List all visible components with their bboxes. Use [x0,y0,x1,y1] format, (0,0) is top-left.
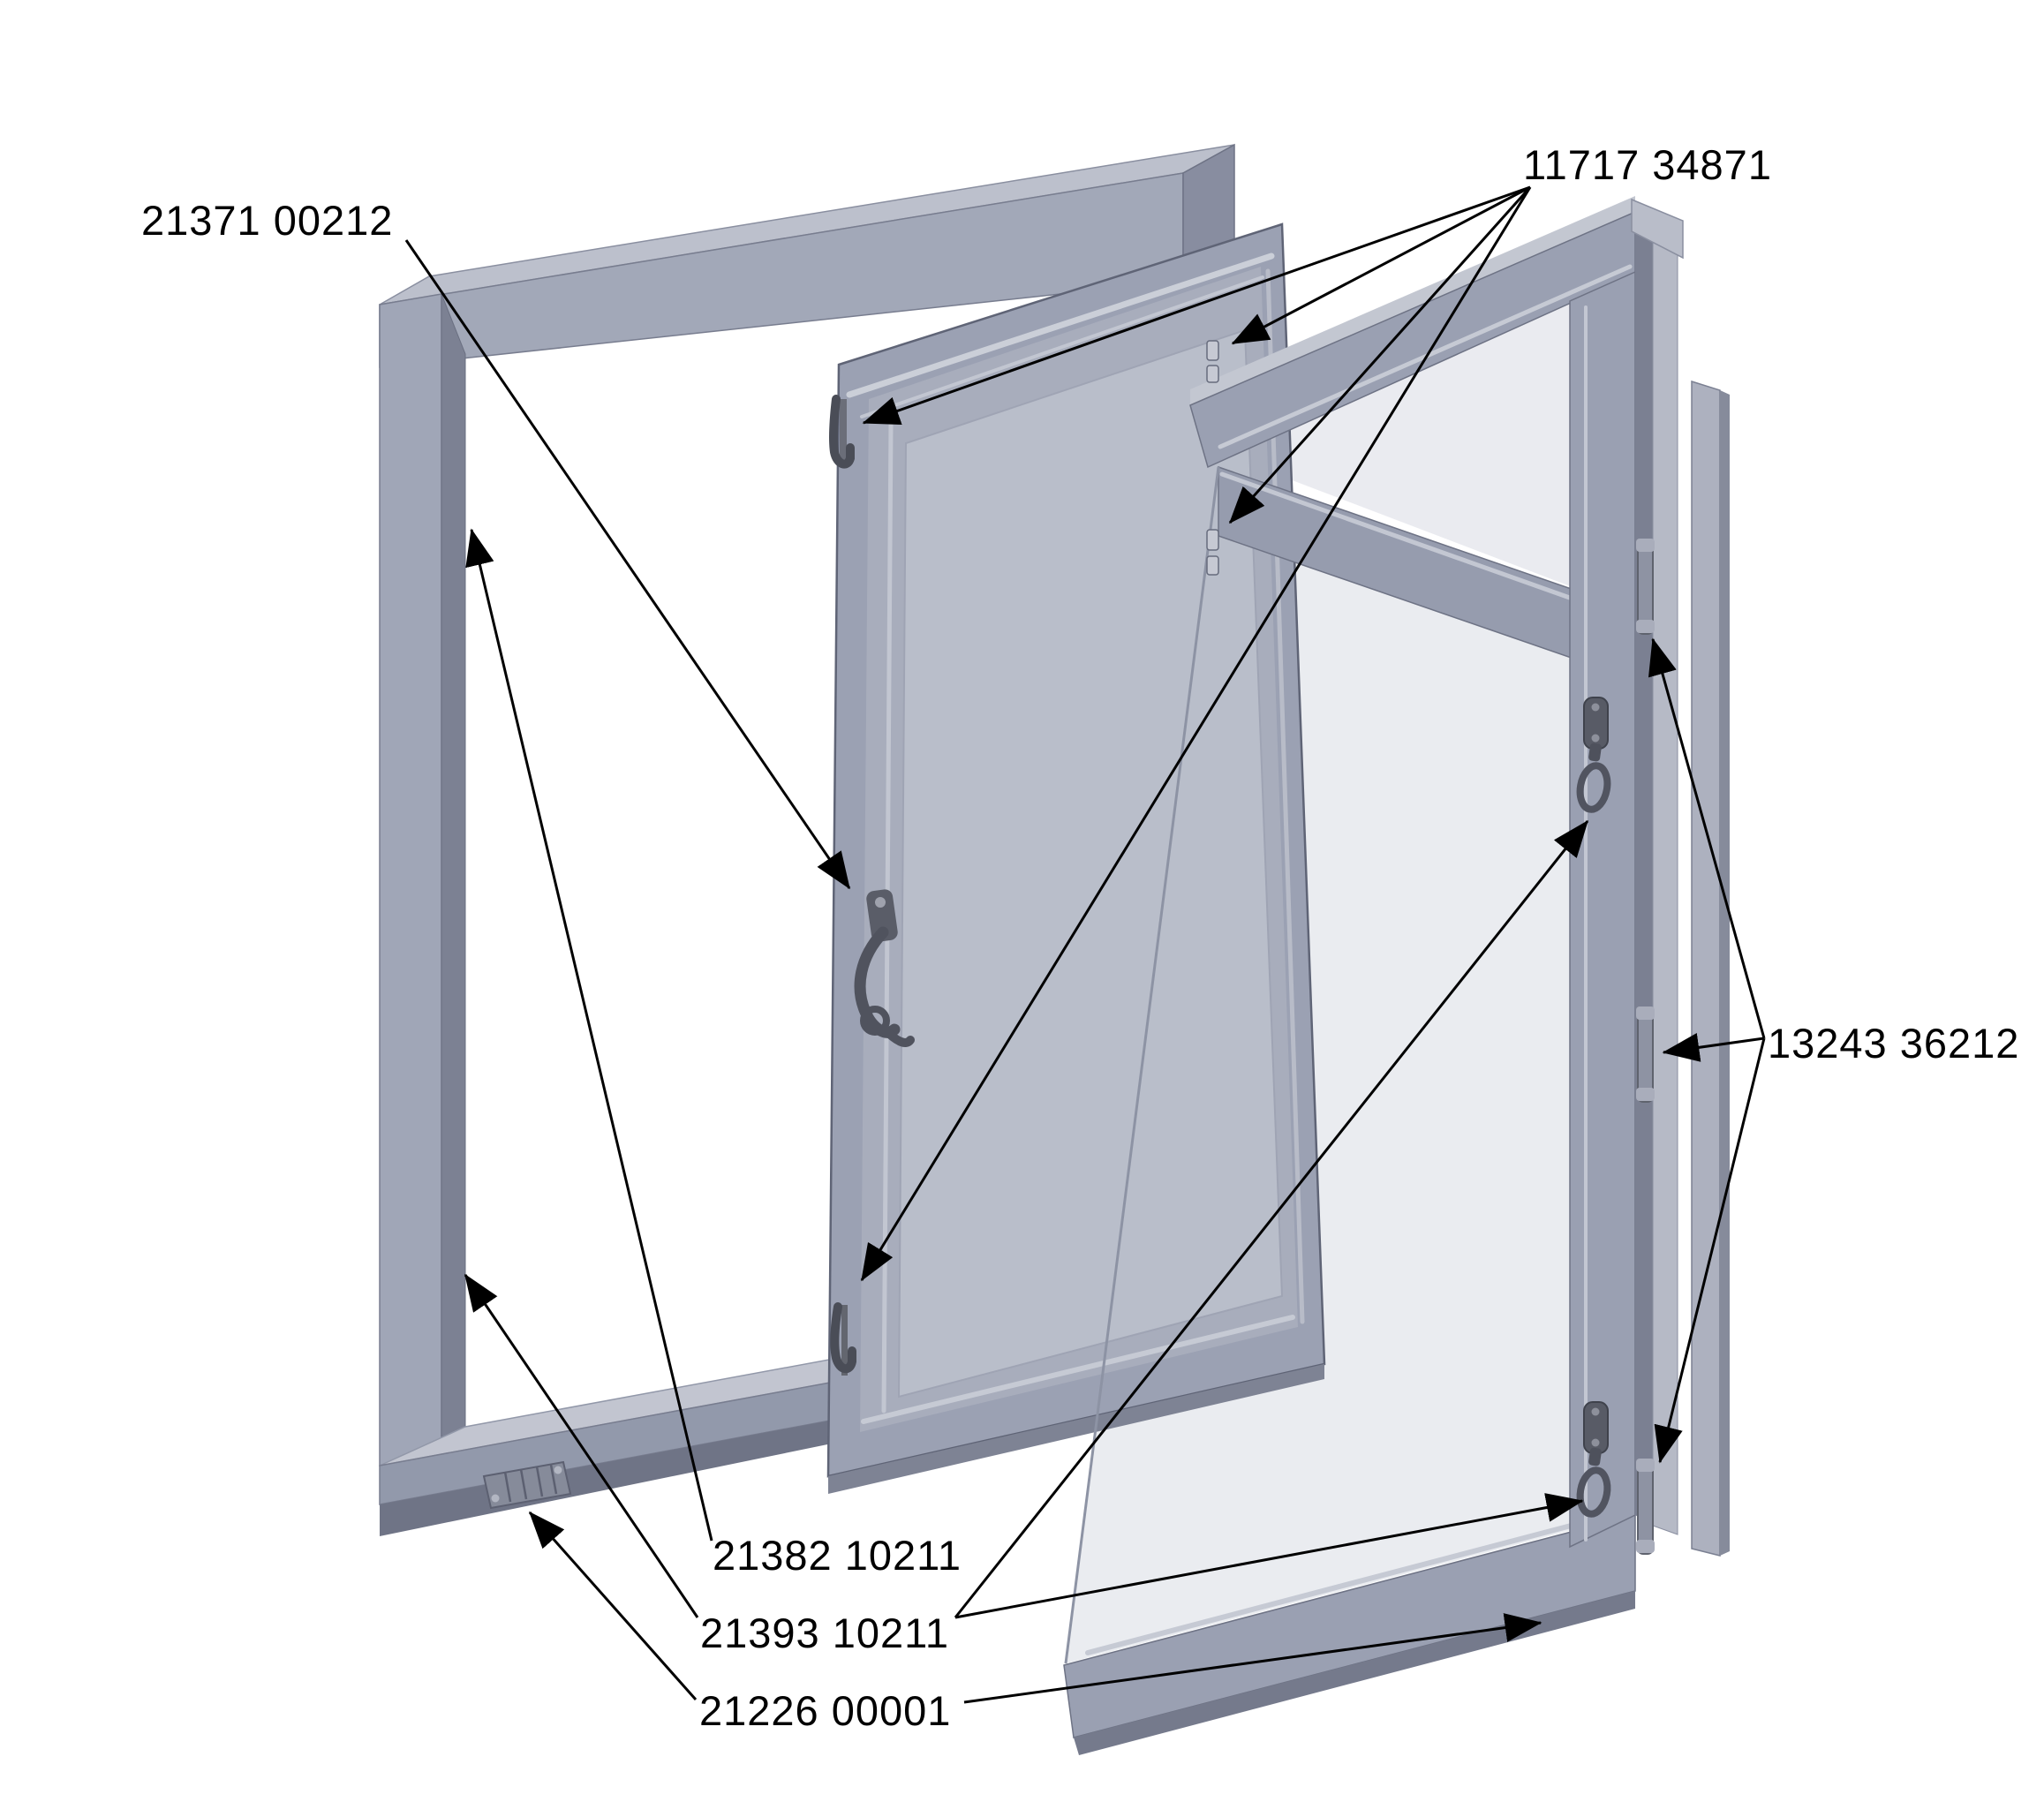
ring-latch-top-icon [1576,697,1611,813]
outer-sash-inner-face-molding [1219,471,1634,622]
outer-sash-edge-strip [1691,380,1721,1557]
leader-keepupper-to-jamb [465,528,713,1542]
hinge-keep-icon [1206,529,1219,551]
outer-sash-apex-cap [1631,198,1684,260]
leader-keeplower-to-bottom-ring-latch [954,1493,1584,1619]
outer-sash-edge-strip-side [1720,390,1730,1556]
leader-hingeset-to-middle-hinge [1662,1033,1765,1062]
leader-hookset-to-upper-keeps [1231,185,1531,345]
part-labels: 21371 00212 11717 34871 13243 36212 2138… [141,141,2019,1734]
part-label-sill: 21226 00001 [699,1687,951,1734]
hinge-keeps [1206,340,1219,576]
outer-sash-bottom-underside [1074,1591,1635,1755]
leader-frame-to-handle [404,239,851,890]
bottom-hook-latch-icon [830,1302,856,1376]
part-label-frame: 21371 00212 [141,197,393,244]
part-label-hinge-set: 13243 36212 [1768,1020,2019,1067]
leader-lines [404,185,1766,1704]
outer-sash-right-stile [1569,270,1636,1549]
sash-handle-icon [854,889,915,1047]
outer-sash-stile-outer-edge [1652,222,1678,1535]
inner-sash-step [860,267,1298,1432]
outer-sash-glass-triangle [1227,274,1635,611]
inner-sash-underside [828,1364,1324,1494]
leader-keeplower-to-jamb [464,1273,699,1618]
sill-plate [482,1460,572,1510]
outer-sash-top-rail-edge [1190,196,1635,405]
leader-hingeset-to-top-hinge [1648,637,1766,1039]
barrel-hinge-bottom-icon [1636,1459,1655,1555]
leader-hingeset-to-bottom-hinge [1654,1037,1766,1464]
hinge-keep-icon [1206,555,1219,576]
inner-sash-glass [897,328,1284,1399]
outer-sash-left-edge [1064,466,1220,1664]
inner-sash-molding-top [846,253,1275,398]
hinge-keep-icon [1206,340,1219,361]
frame-left-jamb-reveal [441,293,466,1451]
inner-sash [826,222,1326,1494]
leader-sillpart-to-plate [528,1511,698,1700]
hinge-keep-icon [1206,365,1219,383]
leader-sillpart-to-sash-bottom [963,1613,1542,1704]
top-hook-latch-icon [828,395,855,469]
part-label-keep-upper: 21382 10211 [713,1532,962,1579]
part-label-keep-lower: 21393 10211 [700,1610,949,1656]
ring-latch-bottom-icon [1576,1401,1611,1518]
outer-sash-stile-inner-edge [1635,221,1653,1526]
leader-hookset-to-top-hook [862,185,1531,426]
part-label-hook-set: 11717 34871 [1523,141,1772,188]
leader-keeplower-to-top-ring-latch [954,819,1589,1618]
barrel-hinge-top-icon [1636,539,1655,635]
frame-left-jamb [379,293,442,1466]
barrel-hinge-middle-icon [1636,1007,1655,1103]
inner-sash-molding-top2 [860,275,1264,418]
leader-hookset-to-lower-keeps [1228,185,1532,524]
leader-hookset-to-bottom-hook [860,186,1532,1282]
inner-sash-molding-bottom [861,1315,1295,1424]
inner-sash-molding-right [1265,268,1305,1324]
outer-sash-bottom-rail-molding [1085,1509,1627,1655]
outer-sash [1063,196,1730,1755]
